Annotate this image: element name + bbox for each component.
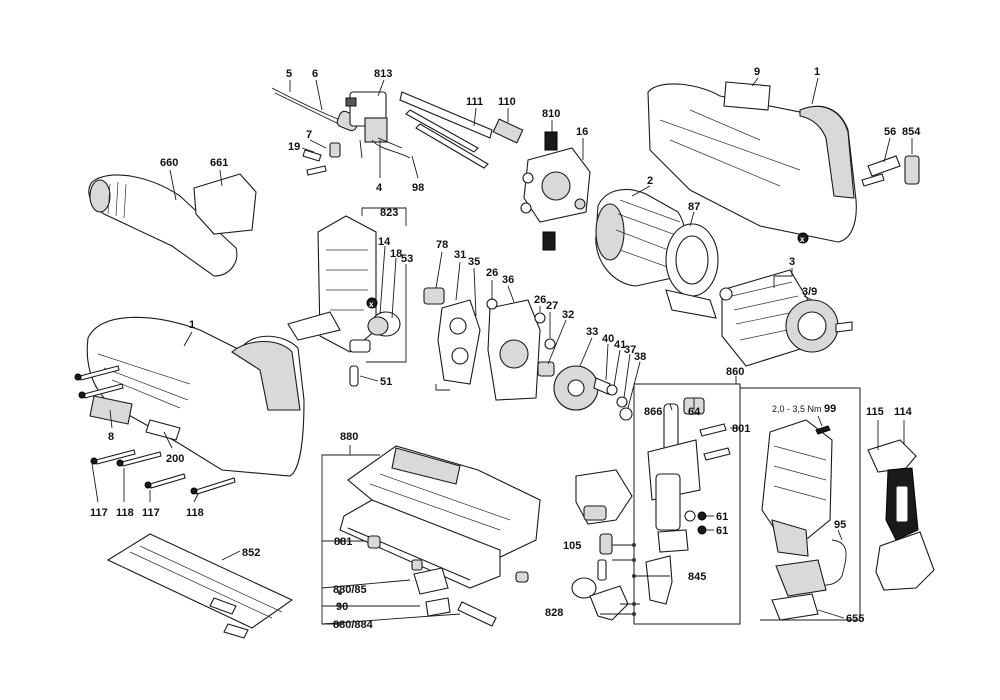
housing-screws (74, 365, 236, 495)
label-4: 4 (376, 182, 383, 194)
label-5: 5 (286, 68, 292, 80)
label-40: 40 (602, 333, 614, 345)
label-56: 56 (884, 126, 896, 138)
leader-lines (91, 77, 913, 625)
label-32: 32 (562, 309, 574, 321)
label-2: 2 (647, 175, 653, 187)
gear-housing-front (761, 419, 847, 621)
gearbox-plate (287, 215, 378, 353)
label-64: 64 (688, 406, 701, 418)
gear-and-bearings (534, 312, 633, 421)
label-26-a: 26 (486, 267, 498, 279)
housing-half-right (647, 81, 857, 244)
label-1-mid: 1 (189, 319, 195, 331)
bracket-dots (338, 539, 636, 626)
label-98: 98 (412, 182, 424, 194)
label-6: 6 (312, 68, 318, 80)
label-7: 7 (306, 129, 312, 141)
label-1-top: 1 (814, 66, 820, 78)
label-801: 801 (732, 423, 750, 435)
label-61-b: 61 (716, 525, 728, 537)
label-36: 36 (502, 274, 514, 286)
label-866: 866 (644, 406, 662, 418)
label-14: 14 (378, 236, 391, 248)
gear-housing-plates (423, 287, 541, 401)
fan-baffle (665, 223, 719, 319)
label-810: 810 (542, 108, 560, 120)
label-880: 880 (340, 431, 358, 443)
label-78: 78 (436, 239, 448, 251)
base-plate-assembly (339, 445, 541, 627)
label-90: 90 (336, 601, 348, 613)
housing-half-left (86, 316, 305, 477)
label-61-a: 61 (716, 511, 728, 523)
foot-plate-cover (106, 533, 294, 639)
label-881: 881 (334, 536, 352, 548)
label-854: 854 (902, 126, 921, 138)
label-33: 33 (586, 326, 598, 338)
label-x-marker-a: x (800, 235, 805, 244)
label-9: 9 (754, 66, 760, 78)
label-38: 38 (634, 351, 646, 363)
brush-holder (520, 131, 591, 251)
label-852: 852 (242, 547, 260, 559)
label-x-marker-b: x (369, 300, 374, 309)
label-117-a: 117 (90, 507, 108, 519)
label-655: 655 (846, 613, 864, 625)
label-117-b: 117 (142, 507, 160, 519)
label-26-b: 26 (534, 294, 546, 306)
label-813: 813 (374, 68, 392, 80)
led-cable-assembly (867, 439, 935, 591)
switch-lever (399, 91, 524, 169)
label-860: 860 (726, 366, 744, 378)
label-118-a: 118 (116, 507, 134, 519)
label-27: 27 (546, 300, 558, 312)
label-51: 51 (380, 376, 392, 388)
label-16: 16 (576, 126, 588, 138)
label-105: 105 (563, 540, 581, 552)
label-823: 823 (380, 207, 398, 219)
label-660: 660 (160, 157, 178, 169)
label-18: 18 (390, 248, 402, 260)
switch-module (345, 91, 411, 159)
label-661: 661 (210, 157, 228, 169)
stroke-rod-assembly (597, 397, 731, 605)
label-880-85: 880/85 (333, 584, 367, 596)
seal-rings (349, 311, 401, 387)
label-114: 114 (894, 406, 913, 418)
label-41: 41 (614, 339, 626, 351)
label-118-b: 118 (186, 507, 204, 519)
armature (719, 269, 853, 367)
label-87: 87 (688, 201, 700, 213)
label-53: 53 (401, 253, 413, 265)
label-3: 3 (789, 256, 795, 268)
label-115: 115 (866, 406, 884, 418)
label-110: 110 (498, 96, 516, 108)
dust-extraction-nozzle (88, 173, 257, 277)
label-880-884: 880/884 (333, 619, 374, 631)
label-31: 31 (454, 249, 466, 261)
blade-clamp (571, 469, 633, 621)
power-cable (271, 87, 360, 132)
label-200: 200 (166, 453, 184, 465)
label-8: 8 (108, 431, 114, 443)
label-torque: 2,0 - 3,5 Nm (772, 404, 822, 414)
label-19: 19 (288, 141, 300, 153)
label-95: 95 (834, 519, 846, 531)
screws-7-19 (302, 142, 341, 176)
label-3-9: 3/9 (802, 286, 817, 298)
label-99: 99 (824, 403, 836, 415)
part-number-labels: 5 6 813 9 1 111 110 810 16 56 854 7 19 4… (90, 66, 921, 631)
clip-56-854 (861, 155, 920, 187)
label-845: 845 (688, 571, 706, 583)
stator (595, 188, 687, 287)
label-35: 35 (468, 256, 480, 268)
label-828: 828 (545, 607, 563, 619)
label-37: 37 (624, 344, 636, 356)
label-111: 111 (466, 96, 483, 108)
